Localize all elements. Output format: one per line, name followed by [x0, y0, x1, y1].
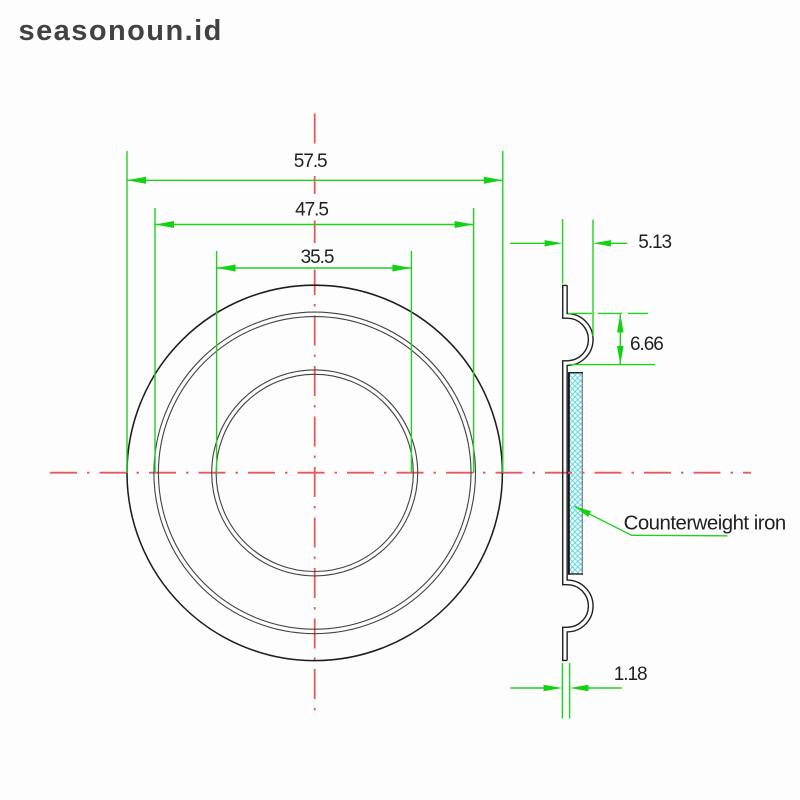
svg-text:35.5: 35.5	[301, 247, 334, 268]
svg-text:47.5: 47.5	[295, 200, 328, 221]
svg-text:Counterweight iron: Counterweight iron	[624, 512, 786, 534]
svg-text:5.13: 5.13	[638, 232, 671, 253]
svg-text:seasonoun.id: seasonoun.id	[19, 15, 223, 47]
svg-text:6.66: 6.66	[630, 334, 663, 355]
svg-text:1.18: 1.18	[614, 664, 647, 685]
svg-text:57.5: 57.5	[294, 151, 327, 172]
